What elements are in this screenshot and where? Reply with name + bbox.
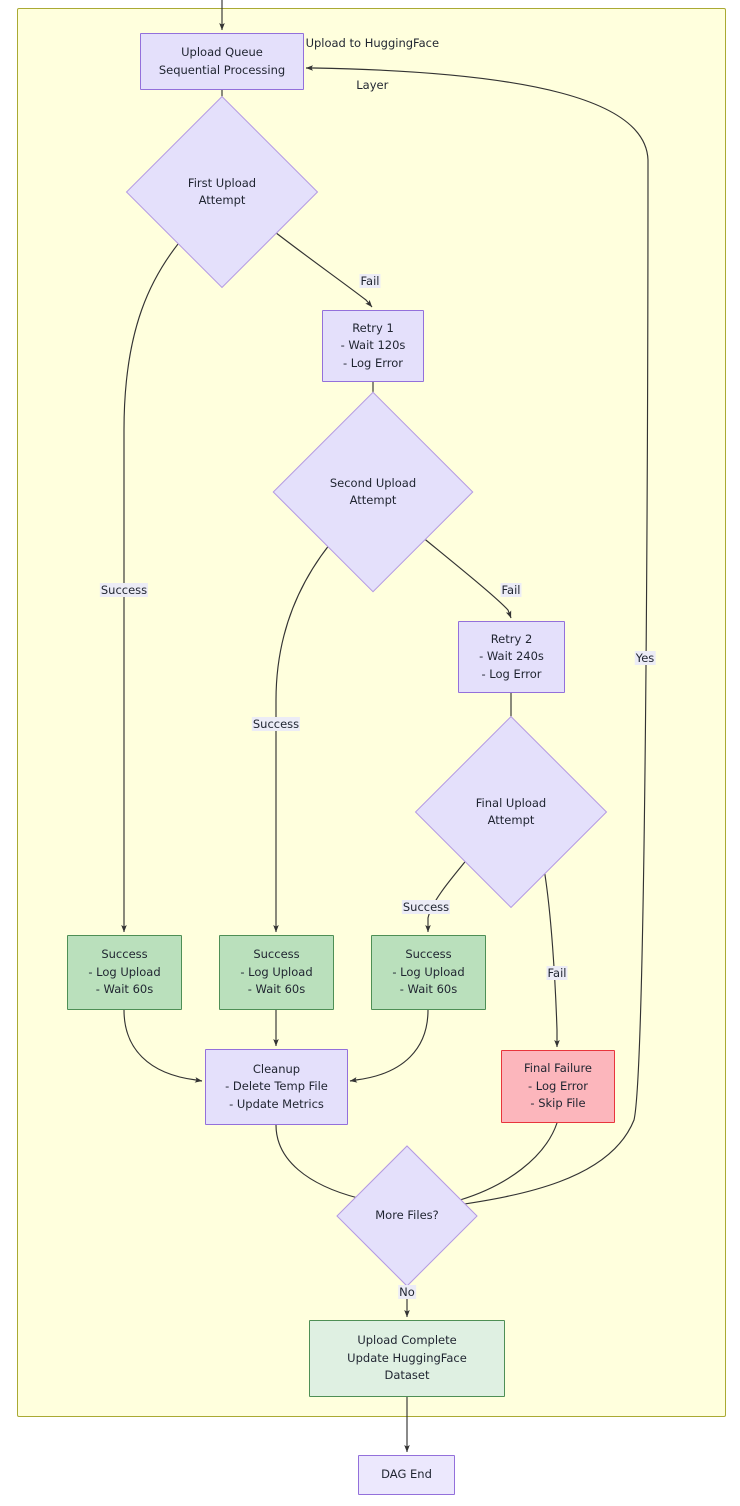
node-retry-1[interactable]: Retry 1 - Wait 120s - Log Error [322,310,424,382]
edge-label-final-fail: Fail [546,966,568,980]
edge-final-failure-to-more-files [451,1122,558,1204]
node-upload-queue-line2: Sequential Processing [158,62,286,77]
node-upload-queue[interactable]: Upload Queue Sequential Processing [140,33,304,90]
node-final-failure[interactable]: Final Failure - Log Error - Skip File [501,1050,615,1123]
node-upload-complete[interactable]: Upload Complete Update HuggingFace Datas… [309,1320,505,1397]
node-second-upload-attempt-line2: Attempt [349,493,397,507]
node-more-files-label: More Files? [375,1208,439,1223]
edge-label-second-fail: Fail [500,583,522,597]
edge-label-final-success: Success [401,900,451,914]
node-final-upload-attempt-line1: Final Upload [475,795,547,810]
node-second-upload-attempt-line1: Second Upload [329,475,417,490]
node-first-upload-attempt-line1: First Upload [187,175,257,190]
node-second-upload-attempt[interactable]: Second Upload Attempt [272,391,474,593]
edge-label-finish-no: No [398,1285,416,1299]
node-retry-1-line1: Retry 1 [352,320,394,335]
node-retry-1-line2: - Wait 120s [340,338,406,353]
edge-first-attempt-to-success1 [121,231,189,933]
node-final-failure-line1: Final Failure [524,1061,592,1076]
node-success-1[interactable]: Success - Log Upload - Wait 60s [67,935,182,1010]
node-success-2-line2: - Log Upload [240,964,313,979]
node-success-2-line3: - Wait 60s [247,982,306,997]
node-success-2-line1: Success [253,947,300,962]
node-more-files[interactable]: More Files? [336,1145,478,1287]
node-retry-2-line2: - Wait 240s [479,649,544,664]
node-retry-2[interactable]: Retry 2 - Wait 240s - Log Error [458,621,565,693]
node-first-upload-attempt[interactable]: First Upload Attempt [125,95,319,289]
node-retry-2-line1: Retry 2 [490,631,533,646]
node-upload-complete-line3: Dataset [384,1368,430,1383]
cluster-title: Upload to HuggingFace Layer [235,12,495,117]
edge-label-first-success: Success [99,583,149,597]
node-success-3[interactable]: Success - Log Upload - Wait 60s [371,935,486,1010]
cluster-title-line2: Layer [356,78,389,92]
edge-label-first-fail: Fail [359,274,381,288]
node-upload-complete-line2: Update HuggingFace [347,1350,467,1365]
node-success-1-line3: - Wait 60s [95,982,154,997]
node-cleanup-line2: - Delete Temp File [225,1079,328,1094]
node-dag-end-label: DAG End [381,1467,432,1482]
node-cleanup-line1: Cleanup [252,1061,301,1076]
edge-label-second-success: Success [251,717,301,731]
node-first-upload-attempt-line2: Attempt [198,193,246,207]
node-upload-queue-line1: Upload Queue [181,45,263,59]
node-final-upload-attempt[interactable]: Final Upload Attempt [414,715,608,909]
node-cleanup-line3: - Update Metrics [229,1096,324,1111]
edge-success3-to-cleanup [349,1009,429,1083]
node-final-failure-line3: - Skip File [530,1096,586,1111]
cluster-title-line1: Upload to HuggingFace [305,36,440,50]
edge-label-loop-yes: Yes [634,651,656,665]
node-success-1-line2: - Log Upload [88,964,161,979]
node-success-1-line1: Success [101,947,148,962]
node-success-3-line3: - Wait 60s [399,982,458,997]
node-final-failure-line2: - Log Error [527,1078,589,1093]
node-dag-end[interactable]: DAG End [358,1455,455,1495]
edge-success1-to-cleanup [123,1009,203,1083]
node-success-2[interactable]: Success - Log Upload - Wait 60s [219,935,334,1010]
node-final-upload-attempt-line2: Attempt [487,813,535,827]
node-success-3-line1: Success [405,947,452,962]
node-upload-complete-line1: Upload Complete [357,1333,457,1348]
node-retry-1-line3: - Log Error [342,355,404,370]
node-success-3-line2: - Log Upload [392,964,465,979]
node-cleanup[interactable]: Cleanup - Delete Temp File - Update Metr… [205,1049,348,1125]
node-retry-2-line3: - Log Error [481,666,542,681]
edge-more-files-to-upload-queue [305,65,649,1207]
edge-cleanup-to-more-files [275,1124,367,1202]
edge-second-attempt-to-success2 [273,531,341,933]
